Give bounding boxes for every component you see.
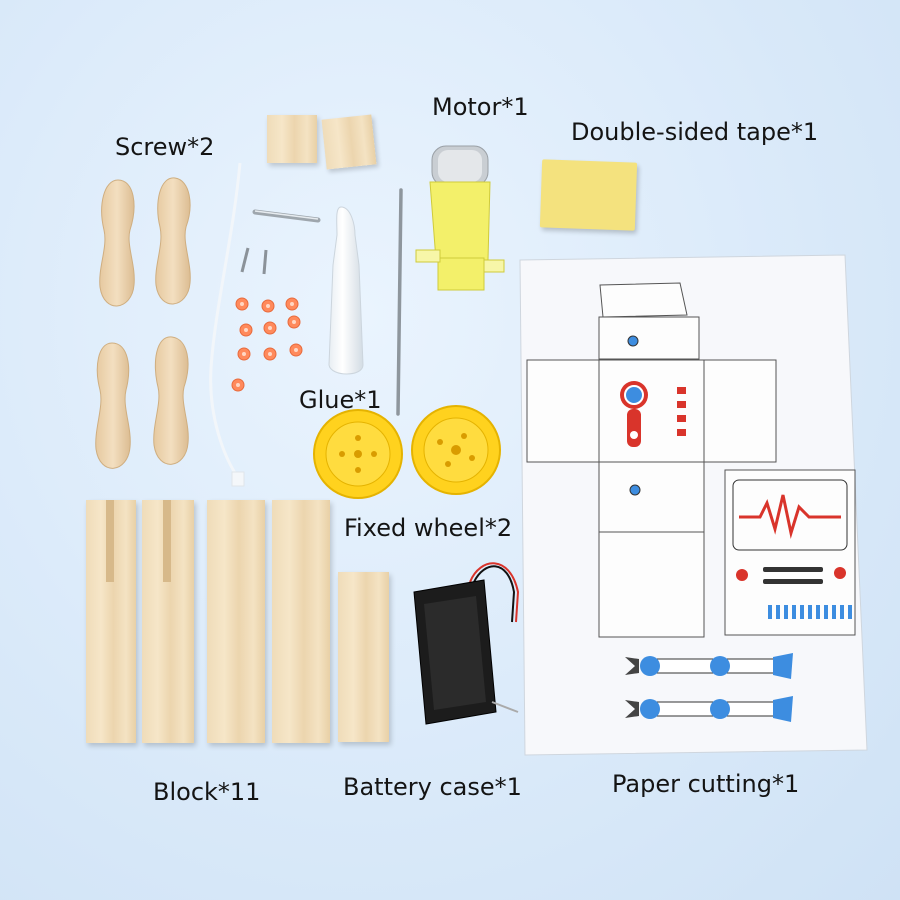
block-slot	[163, 500, 171, 582]
label-block: Block*11	[153, 778, 261, 806]
block-slot	[106, 500, 114, 582]
metal-rod	[396, 188, 403, 416]
screws	[240, 247, 268, 275]
wood-block	[272, 500, 330, 743]
label-double-sided-tape: Double-sided tape*1	[571, 118, 819, 146]
wooden-paddles	[95, 177, 191, 469]
wood-block-short	[338, 572, 389, 742]
label-glue: Glue*1	[299, 386, 382, 414]
battery-case	[413, 562, 520, 725]
label-battery-case: Battery case*1	[343, 773, 522, 801]
glue-bottle	[328, 206, 364, 375]
label-paper-cutting: Paper cutting*1	[612, 770, 800, 798]
label-fixed-wheel: Fixed wheel*2	[344, 514, 513, 542]
fixed-wheels	[313, 405, 501, 499]
metal-pin	[252, 209, 321, 223]
paper-cutting-sheet	[519, 254, 868, 756]
double-sided-tape	[539, 159, 638, 231]
label-motor: Motor*1	[432, 93, 529, 121]
wood-cube	[267, 115, 317, 163]
wood-cube	[321, 114, 377, 170]
gear-motor	[415, 145, 505, 291]
zip-tie	[209, 162, 245, 487]
orange-beads	[231, 297, 303, 392]
label-screw: Screw*2	[115, 133, 215, 161]
wood-block	[207, 500, 265, 743]
